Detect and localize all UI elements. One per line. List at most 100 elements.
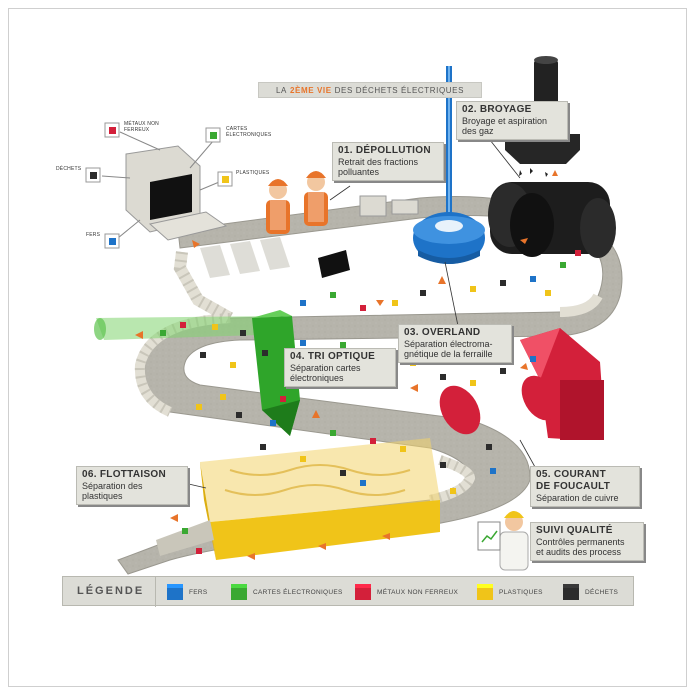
waste-cube <box>280 396 286 402</box>
step-suivi-qualite-title: SUIVI QUALITÉ <box>536 525 613 536</box>
waste-cube <box>500 280 506 286</box>
legend-label-metaux: MÉTAUX NON FERREUX <box>377 588 459 596</box>
waste-cubes <box>160 250 581 554</box>
waste-cube <box>440 462 446 468</box>
step-flottaison-desc-2: plastiques <box>82 491 123 501</box>
waste-cube <box>220 394 226 400</box>
waste-cube <box>500 368 506 374</box>
step-courant-foucault-title-2: DE FOUCAULT <box>536 481 611 492</box>
waste-cube <box>470 286 476 292</box>
legend-swatch-fers <box>167 584 183 600</box>
step-overland: 03. OVERLAND Séparation électroma- gnéti… <box>398 324 512 363</box>
title-suffix: DES DÉCHETS ÉLECTRIQUES <box>334 85 465 95</box>
legend-item-plastiques: PLASTIQUES <box>477 583 543 601</box>
legend-item-cartes: CARTES ÉLECTRONIQUES <box>231 583 343 601</box>
waste-cube <box>490 468 496 474</box>
waste-cube <box>530 356 536 362</box>
step-flottaison: 06. FLOTTAISON Séparation des plastiques <box>76 466 188 505</box>
step-courant-foucault-title: 05. COURANT <box>536 469 606 480</box>
waste-cube <box>340 470 346 476</box>
step-flottaison-desc-1: Séparation des <box>82 481 143 491</box>
waste-cube <box>300 340 306 346</box>
step-overland-desc-2: gnétique de la ferraille <box>404 349 493 359</box>
waste-cube <box>410 360 416 366</box>
step-depollution-title: 01. DÉPOLLUTION <box>338 145 431 156</box>
waste-cube <box>575 250 581 256</box>
waste-cube <box>200 352 206 358</box>
waste-cube <box>330 292 336 298</box>
waste-cube <box>300 456 306 462</box>
computer-label-metaux: MÉTAUX NON FERREUX <box>124 121 159 133</box>
waste-cube <box>230 362 236 368</box>
waste-cube <box>450 488 456 494</box>
legend-title: LÉGENDE <box>77 585 145 597</box>
flotation-tank <box>156 438 440 560</box>
waste-cube <box>182 528 188 534</box>
waste-cube <box>360 305 366 311</box>
step-depollution-desc-2: polluantes <box>338 167 380 177</box>
computer-label-fers: FERS <box>86 232 101 238</box>
step-tri-optique-desc-1: Séparation cartes <box>290 363 361 373</box>
waste-cube <box>370 438 376 444</box>
step-flottaison-title: 06. FLOTTAISON <box>82 469 167 480</box>
legend-swatch-dechets <box>563 584 579 600</box>
waste-cube <box>270 420 276 426</box>
waste-cube <box>180 322 186 328</box>
legend-label-cartes: CARTES ÉLECTRONIQUES <box>253 588 343 596</box>
diagram-title: LA 2ÈME VIE DES DÉCHETS ÉLECTRIQUES <box>258 82 482 98</box>
step-broyage-desc-1: Broyage et aspiration <box>462 116 548 126</box>
step-suivi-qualite: SUIVI QUALITÉ Contrôles permanents et au… <box>530 522 644 561</box>
title-highlight: 2ÈME VIE <box>289 85 332 95</box>
step-tri-optique: 04. TRI OPTIQUE Séparation cartes électr… <box>284 348 396 387</box>
eddy-current-separator <box>439 328 604 440</box>
step-courant-foucault: 05. COURANT DE FOUCAULT Séparation de cu… <box>530 466 640 507</box>
legend-label-fers: FERS <box>189 588 208 596</box>
waste-cube <box>560 262 566 268</box>
computer-illustration <box>85 122 233 249</box>
waste-cube <box>392 300 398 306</box>
waste-cube <box>530 276 536 282</box>
waste-cube <box>340 342 346 348</box>
step-overland-title: 03. OVERLAND <box>404 327 481 338</box>
waste-cube <box>545 290 551 296</box>
step-overland-desc-1: Séparation électroma- <box>404 339 493 349</box>
legend: LÉGENDE FERS CARTES ÉLECTRONIQUES MÉTAUX… <box>62 576 634 607</box>
step-courant-foucault-desc-1: Séparation de cuivre <box>536 493 619 503</box>
waste-cube <box>240 330 246 336</box>
legend-item-metaux: MÉTAUX NON FERREUX <box>355 583 458 601</box>
computer-label-dechets: DÉCHETS <box>56 166 82 172</box>
legend-item-fers: FERS <box>167 583 208 601</box>
quality-inspector <box>477 511 529 571</box>
waste-cube <box>236 412 242 418</box>
legend-item-dechets: DÉCHETS <box>563 583 618 601</box>
legend-label-plastiques: PLASTIQUES <box>499 588 543 596</box>
waste-cube <box>420 290 426 296</box>
legend-swatch-cartes <box>231 584 247 600</box>
waste-cube <box>260 444 266 450</box>
step-broyage-desc-2: des gaz <box>462 126 494 136</box>
workers-illustration <box>266 171 419 278</box>
waste-cube <box>360 480 366 486</box>
waste-cube <box>160 330 166 336</box>
step-tri-optique-desc-2: électroniques <box>290 373 344 383</box>
waste-cube <box>262 350 268 356</box>
shredder-machine <box>488 56 616 258</box>
overland-magnet <box>413 66 485 264</box>
waste-cube <box>300 300 306 306</box>
waste-cube <box>196 548 202 554</box>
legend-swatch-plastiques <box>477 584 493 600</box>
waste-cube <box>330 430 336 436</box>
computer-label-cartes: CARTES ÉLECTRONIQUES <box>226 126 272 138</box>
legend-divider <box>155 577 156 607</box>
legend-swatch-metaux <box>355 584 371 600</box>
computer-label-plastiques: PLASTIQUES <box>236 170 270 176</box>
step-depollution-desc-1: Retrait des fractions <box>338 157 419 167</box>
step-broyage-title: 02. BROYAGE <box>462 104 532 115</box>
flow-arrows <box>135 170 558 560</box>
waste-cube <box>486 444 492 450</box>
step-suivi-qualite-desc-2: et audits des process <box>536 547 622 557</box>
step-suivi-qualite-desc-1: Contrôles permanents <box>536 537 625 547</box>
waste-cube <box>470 380 476 386</box>
waste-cube <box>196 404 202 410</box>
